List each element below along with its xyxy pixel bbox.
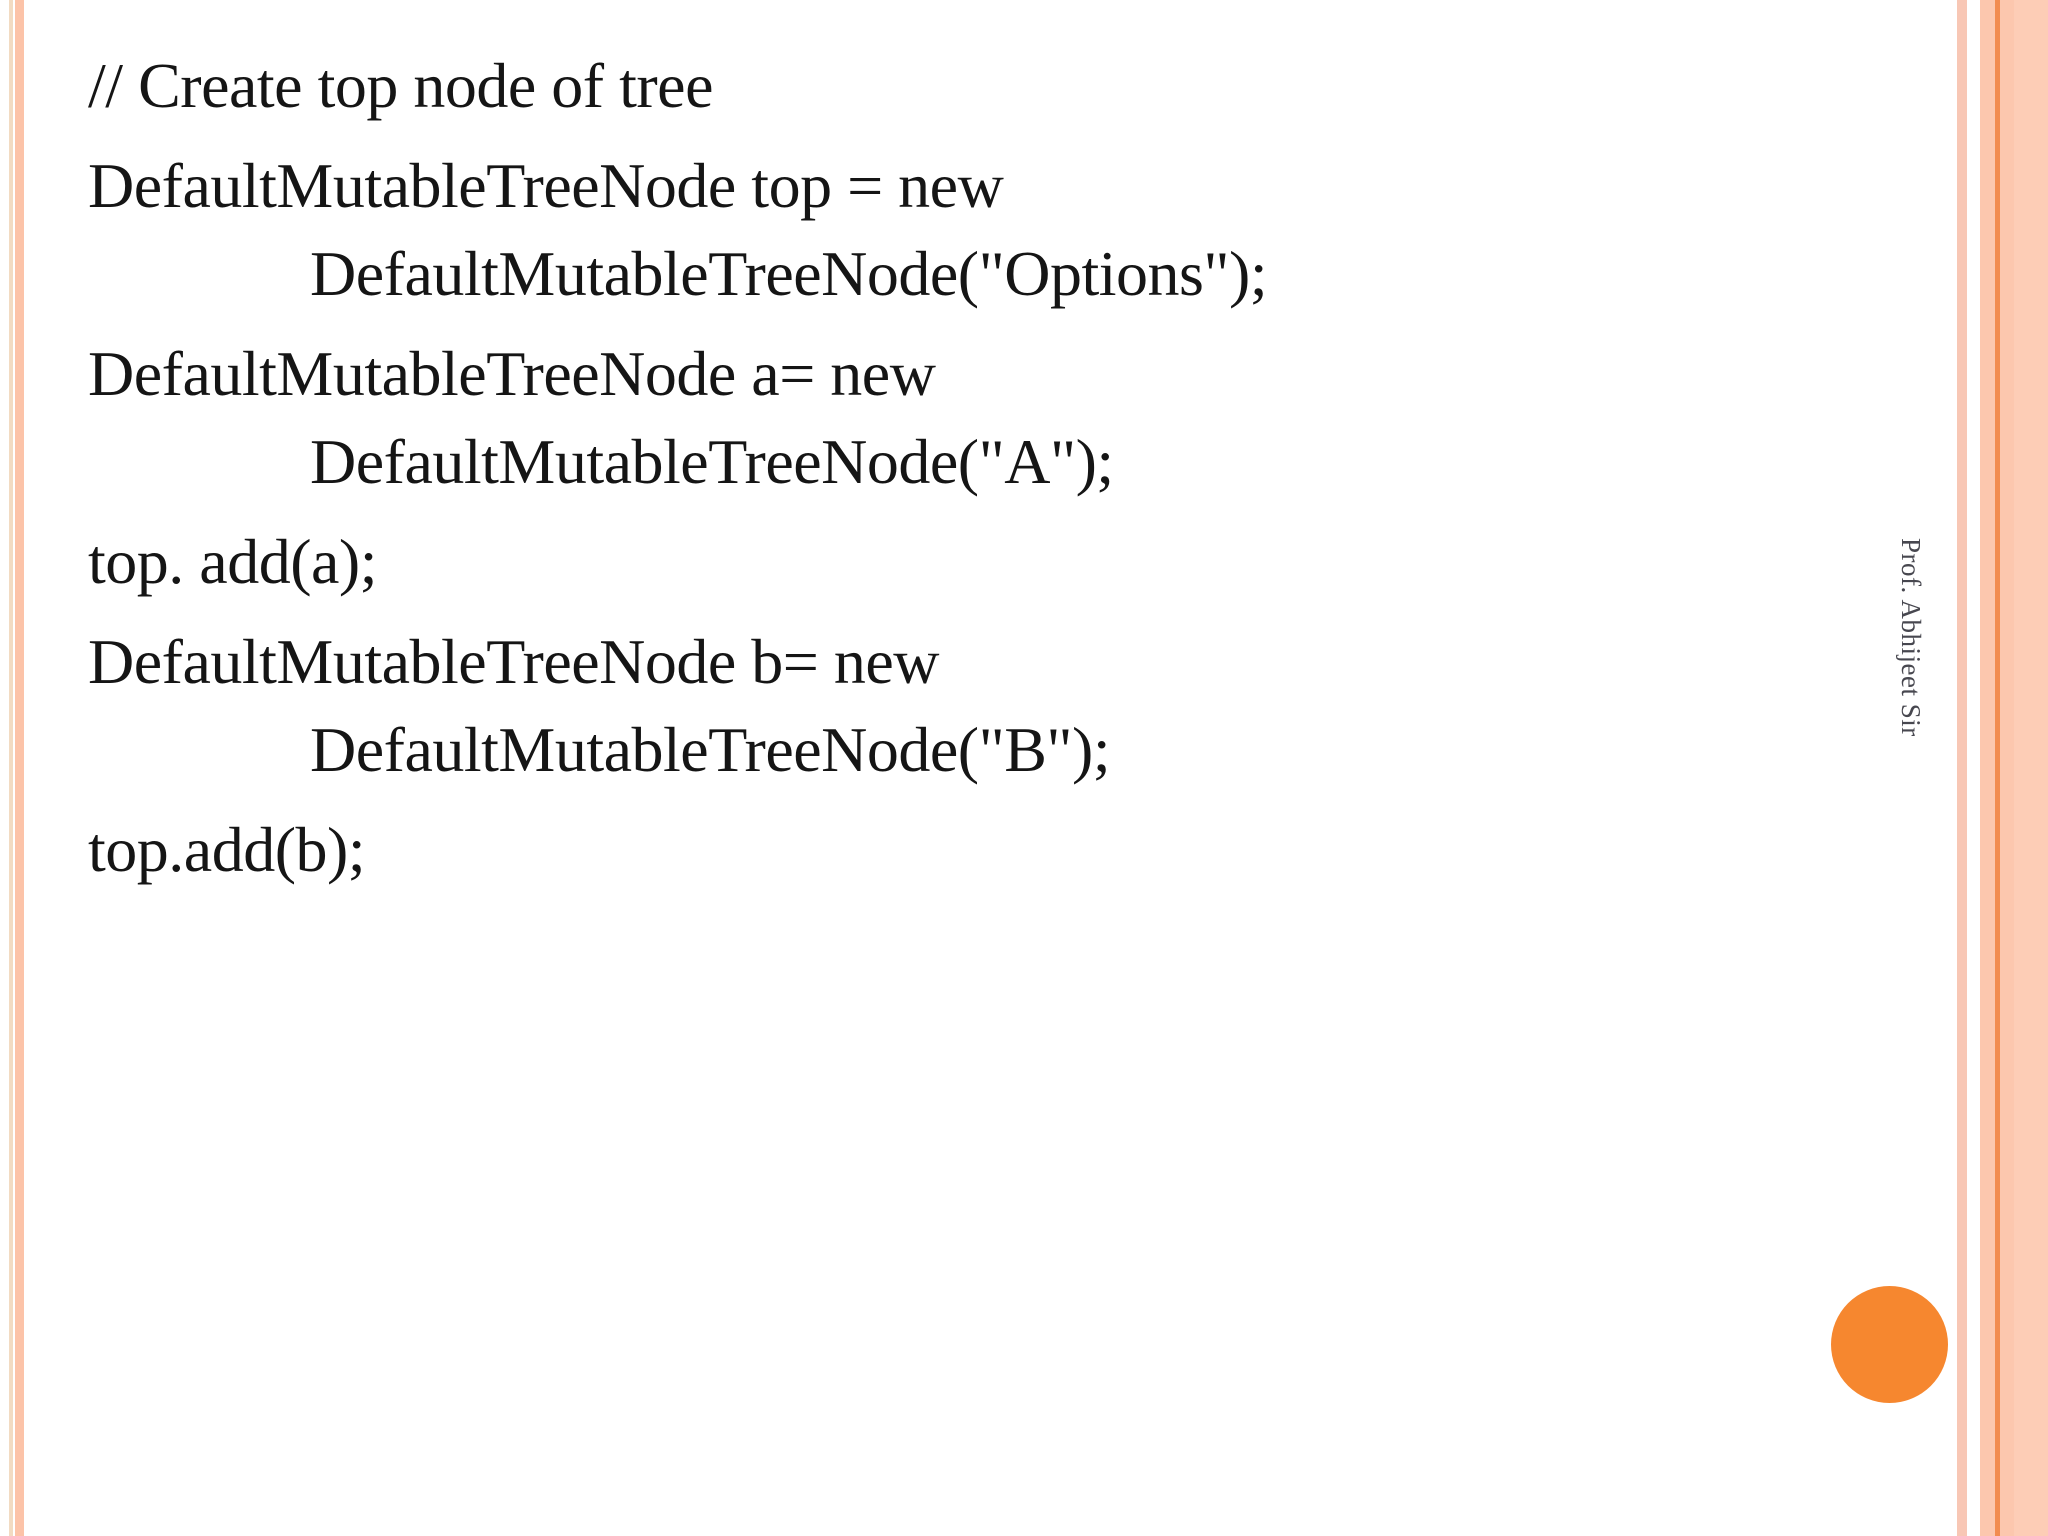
code-line: DefaultMutableTreeNode("Options"); — [310, 238, 1268, 309]
author-credit: Prof. Abhijeet Sir — [1896, 538, 1926, 737]
code-line: DefaultMutableTreeNode top = new — [88, 150, 1004, 221]
code-line: DefaultMutableTreeNode b= new — [88, 626, 940, 697]
code-line: DefaultMutableTreeNode("A"); — [310, 426, 1114, 497]
right-band-light — [2014, 0, 2048, 1536]
code-line: DefaultMutableTreeNode a= new — [88, 338, 936, 409]
accent-circle — [1831, 1286, 1948, 1403]
code-line: top. add(a); — [88, 526, 378, 597]
right-accent-line — [1995, 0, 2000, 1536]
right-thin-stripe — [1957, 0, 1967, 1536]
left-wide-stripe — [15, 0, 24, 1536]
code-line: // Create top node of tree — [88, 50, 713, 121]
code-line: top.add(b); — [88, 814, 366, 885]
code-line: DefaultMutableTreeNode("B"); — [310, 714, 1111, 785]
left-thin-stripe — [9, 0, 13, 1536]
